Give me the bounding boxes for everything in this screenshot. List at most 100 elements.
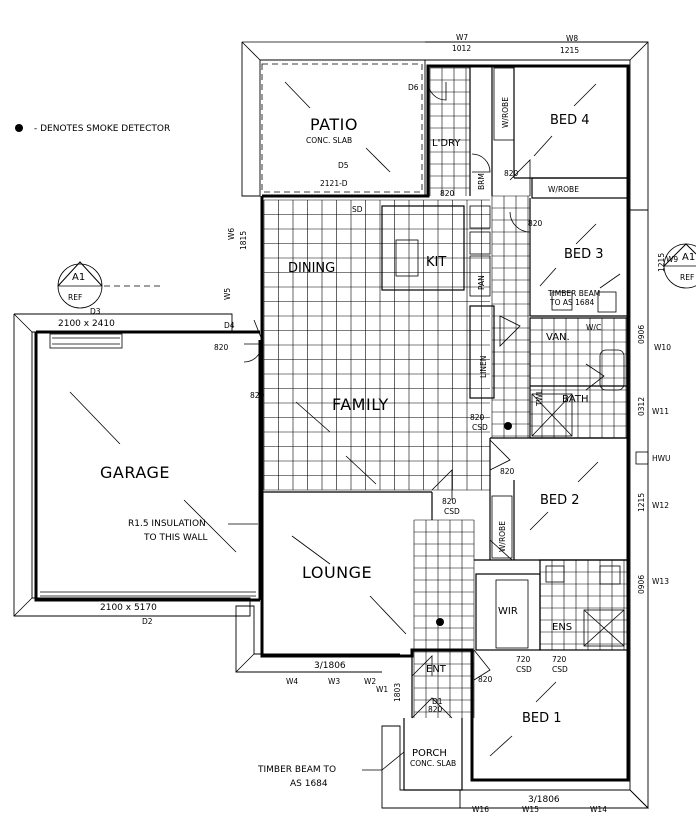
room-label-wir: WIR bbox=[498, 606, 518, 617]
room-label-family: FAMILY bbox=[332, 395, 389, 414]
dim-w1: W1 bbox=[376, 685, 388, 694]
room-label-ent: ENT bbox=[426, 664, 447, 675]
dim-lounge-window: 3/1806 bbox=[314, 661, 346, 671]
section-ref-left bbox=[57, 261, 160, 309]
dim-w8-size: 1215 bbox=[560, 46, 579, 55]
room-label-dining: DINING bbox=[288, 261, 335, 276]
dim-d6: D6 bbox=[408, 83, 419, 92]
door-720: 720 bbox=[552, 655, 567, 664]
dim-w3: W3 bbox=[328, 677, 340, 686]
door-820: 820 bbox=[442, 497, 457, 506]
ref-right-top: A1 bbox=[682, 252, 695, 263]
dim-w10-size: 0906 bbox=[637, 325, 646, 344]
dim-w9-size: 1215 bbox=[657, 253, 666, 272]
bath-tile-grid bbox=[529, 317, 628, 439]
room-label-porch: PORCH bbox=[412, 748, 447, 759]
room-label-bed3: BED 3 bbox=[564, 247, 604, 262]
door-csd: CSD bbox=[472, 423, 488, 432]
smoke-detector-legend: - DENOTES SMOKE DETECTOR bbox=[34, 124, 170, 134]
door-csd: CSD bbox=[444, 507, 460, 516]
dim-bed1-window: 3/1806 bbox=[528, 795, 560, 805]
hwu-box bbox=[635, 451, 649, 465]
eave-outline bbox=[13, 41, 649, 810]
family-tile-grid bbox=[263, 199, 490, 491]
dim-w11: W11 bbox=[652, 407, 669, 416]
ref-left-bottom: REF bbox=[68, 293, 82, 302]
room-sub-porch: CONC. SLAB bbox=[410, 759, 456, 768]
dim-garage-top: 2100 x 2410 bbox=[58, 319, 115, 329]
dim-w2: W2 bbox=[364, 677, 376, 686]
garage-doors bbox=[40, 333, 256, 597]
door-820: 820 bbox=[214, 343, 229, 352]
dim-d1: D1 bbox=[432, 697, 443, 706]
door-820: 820 bbox=[250, 391, 265, 400]
door-820: 820 bbox=[470, 413, 485, 422]
ldry-tile-grid bbox=[429, 67, 470, 196]
dim-w7-size: 1012 bbox=[452, 44, 471, 53]
door-820: 820 bbox=[440, 189, 455, 198]
label-wrobe-bed3: W/ROBE bbox=[548, 185, 579, 194]
door-720: 720 bbox=[516, 655, 531, 664]
label-timber-beam-porch-1: TIMBER BEAM TO bbox=[257, 765, 336, 775]
room-label-van: VAN. bbox=[546, 332, 570, 343]
room-label-ldry: L'DRY bbox=[432, 138, 461, 149]
room-label-twl: TWL bbox=[535, 389, 544, 407]
door-csd: CSD bbox=[552, 665, 568, 674]
label-sd: SD bbox=[352, 205, 363, 214]
label-insulation-1: R1.5 INSULATION bbox=[128, 519, 206, 529]
door-820: 820 bbox=[528, 219, 543, 228]
hall-tile-grid bbox=[491, 195, 530, 438]
dim-d2: D2 bbox=[142, 617, 153, 626]
door-csd: CSD bbox=[516, 665, 532, 674]
dim-w7: W7 bbox=[456, 33, 468, 42]
label-timber-beam-porch-2: AS 1684 bbox=[290, 779, 328, 789]
room-label-pan: PAN bbox=[477, 275, 486, 290]
dim-w6-size: 1815 bbox=[239, 231, 248, 250]
dim-w6: W6 bbox=[227, 228, 236, 240]
room-label-linen: LINEN bbox=[479, 356, 488, 378]
dim-d4: D4 bbox=[224, 321, 235, 330]
door-820: 820 bbox=[428, 705, 443, 714]
dim-w4: W4 bbox=[286, 677, 298, 686]
label-insulation-2: TO THIS WALL bbox=[143, 533, 208, 543]
ref-left-top: A1 bbox=[72, 272, 85, 283]
dim-d5: D5 bbox=[338, 161, 349, 170]
room-label-patio: PATIO bbox=[310, 115, 358, 134]
label-timber-beam-bed3-1: TIMBER BEAM bbox=[547, 289, 600, 298]
dim-d5-size: 2121-D bbox=[320, 179, 348, 188]
room-label-ens: ENS bbox=[552, 622, 572, 633]
dim-w5: W5 bbox=[223, 288, 232, 300]
room-label-bed2: BED 2 bbox=[540, 493, 580, 508]
dim-w11-size: 0312 bbox=[637, 397, 646, 416]
door-820: 820 bbox=[500, 467, 515, 476]
dim-w12-size: 1215 bbox=[637, 493, 646, 512]
room-label-wc: W/C bbox=[586, 323, 601, 332]
dim-w14: W14 bbox=[590, 805, 607, 814]
dim-w8: W8 bbox=[566, 34, 578, 43]
smoke-detector-icon bbox=[436, 618, 444, 626]
room-label-bath: BATH bbox=[562, 394, 589, 405]
door-820: 820 bbox=[478, 675, 493, 684]
dim-w12: W12 bbox=[652, 501, 669, 510]
ent-tile-grid bbox=[413, 519, 475, 718]
dim-w13-size: 0906 bbox=[637, 575, 646, 594]
ref-right-bottom: REF bbox=[680, 273, 694, 282]
room-label-garage: GARAGE bbox=[100, 463, 170, 482]
label-wrobe-bed4: W/ROBE bbox=[501, 97, 510, 128]
label-wrobe-bed2: W/ROBE bbox=[498, 521, 507, 552]
dim-w1-size: 1803 bbox=[393, 683, 402, 702]
dim-w9: W9 bbox=[666, 255, 678, 264]
door-820: 820 bbox=[504, 169, 519, 178]
dim-w10: W10 bbox=[654, 343, 671, 352]
room-sub-patio: CONC. SLAB bbox=[306, 136, 352, 145]
dim-w13: W13 bbox=[652, 577, 669, 586]
leader-lines bbox=[228, 273, 621, 771]
label-timber-beam-bed3-2: TO AS 1684 bbox=[549, 298, 594, 307]
room-label-bed1: BED 1 bbox=[522, 711, 562, 726]
room-label-brm: BRM bbox=[477, 173, 486, 190]
section-ref-right bbox=[663, 243, 696, 289]
room-label-bed4: BED 4 bbox=[550, 113, 590, 128]
door-swings bbox=[243, 81, 605, 719]
label-hwu: HWU bbox=[652, 454, 671, 463]
